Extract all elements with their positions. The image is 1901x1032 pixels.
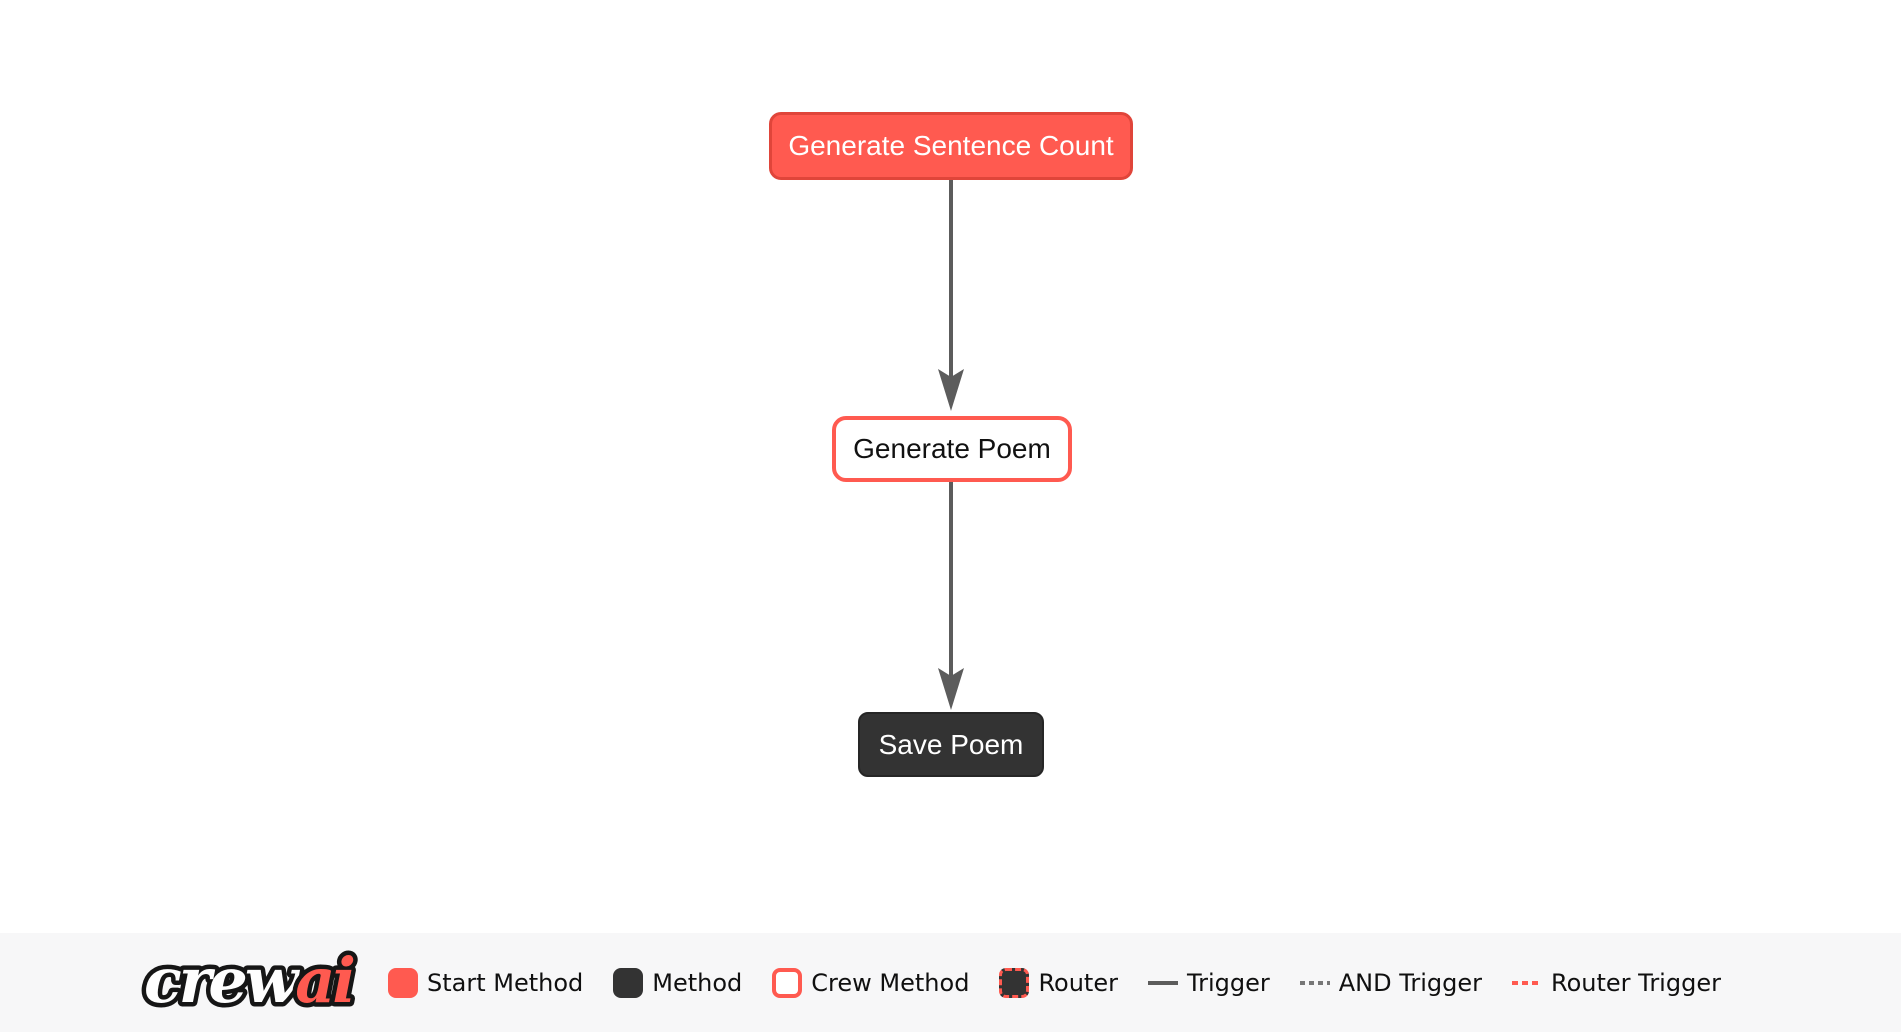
node-label: Save Poem xyxy=(878,728,1024,760)
trigger-line-icon xyxy=(1147,980,1178,985)
legend-item-method: Method xyxy=(613,967,743,998)
router-swatch-icon xyxy=(999,967,1030,998)
legend-item-crew-method: Crew Method xyxy=(772,967,970,998)
legend-item-trigger: Trigger xyxy=(1147,968,1270,997)
legend-label: Router xyxy=(1038,968,1118,997)
node-label: Generate Sentence Count xyxy=(788,130,1114,161)
logo-crew-text: crew xyxy=(144,947,301,1017)
flow-node-generate-sentence-count[interactable]: Generate Sentence Count xyxy=(769,112,1133,180)
start-method-swatch-icon xyxy=(388,967,418,998)
trigger-edge-2 xyxy=(938,482,964,710)
legend-label: Method xyxy=(652,968,743,997)
legend-label: Router Trigger xyxy=(1551,968,1721,997)
crew-method-swatch-icon xyxy=(772,967,803,998)
legend-label: AND Trigger xyxy=(1338,968,1483,997)
router-trigger-line-icon xyxy=(1512,980,1543,985)
arrowhead-icon xyxy=(938,369,964,411)
flow-node-generate-poem[interactable]: Generate Poem xyxy=(832,416,1072,482)
legend-item-start-method: Start Method xyxy=(388,967,584,998)
legend-item-router: Router xyxy=(999,967,1118,998)
and-trigger-line-icon xyxy=(1299,980,1330,985)
arrowhead-icon xyxy=(938,668,964,710)
legend-label: Trigger xyxy=(1186,968,1270,997)
legend-bar: crewai Start Method Method Crew Method R… xyxy=(0,933,1901,1032)
legend-label: Crew Method xyxy=(811,968,970,997)
flow-node-save-poem[interactable]: Save Poem xyxy=(858,712,1044,777)
legend-item-and-trigger: AND Trigger xyxy=(1299,968,1483,997)
trigger-edge-1 xyxy=(938,180,964,411)
method-swatch-icon xyxy=(613,967,644,998)
node-label: Generate Poem xyxy=(853,433,1051,464)
crewai-logo: crewai xyxy=(140,947,358,1019)
legend-label: Start Method xyxy=(427,968,584,997)
flow-canvas[interactable]: Generate Sentence Count Generate Poem Sa… xyxy=(0,0,1901,933)
legend-item-router-trigger: Router Trigger xyxy=(1512,969,1721,997)
logo-ai-text: ai xyxy=(295,947,353,1017)
crewai-logo-text: crewai xyxy=(144,947,353,1017)
